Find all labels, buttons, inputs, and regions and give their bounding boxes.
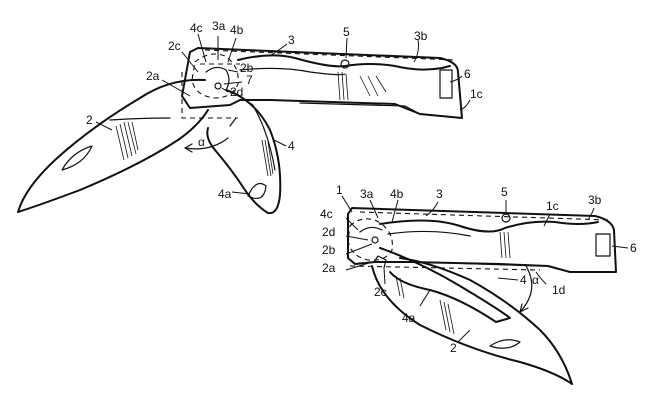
fig1-label-alpha: α: [198, 135, 205, 149]
fig1-lever-hatching: [261, 139, 274, 177]
fig2-label-6: 6: [630, 241, 637, 255]
fig1-blade-outline: [17, 78, 209, 213]
fig2-pivot-dashed: [347, 218, 393, 261]
fig2-blade-outline: [371, 257, 573, 385]
fig2-label-4b: 4b: [390, 187, 404, 201]
fig1-alpha-arrowhead: [184, 143, 193, 153]
fig2-dashed-base: [349, 265, 541, 271]
fig2-rail-dashed: [359, 211, 611, 221]
fig1-label-3b: 3b: [414, 29, 428, 43]
fig1-handle-inner: [299, 102, 421, 115]
fig1-spring-inner: [239, 67, 346, 76]
fig1-pivot-dashed: [191, 53, 239, 99]
fig2-label-2: 2: [450, 341, 457, 355]
fig2-handle-inner: [419, 261, 541, 267]
fig1-pivot-7: [214, 82, 222, 90]
fig2-end-notch: [595, 233, 611, 257]
fig1-lever-outline: [206, 89, 282, 215]
fig1-label-4b: 4b: [230, 23, 244, 37]
fig2-label-1: 1: [336, 183, 343, 197]
fig2-handle-hatching: [499, 231, 511, 259]
fig1-blade-hatching: [115, 121, 139, 161]
fig1-label-4: 4: [288, 139, 295, 153]
fig2-label-4: 4: [520, 273, 527, 287]
fig2-label-1d: 1d: [552, 283, 565, 297]
fig1-label-4a: 4a: [218, 187, 232, 201]
fig1-lever-inner: [251, 103, 276, 171]
fig1-label-2a: 2a: [146, 69, 160, 83]
fig1-pivot-cam: [205, 66, 230, 91]
fig1-label-2d: 2d: [230, 85, 243, 99]
fig2-label-4c: 4c: [320, 207, 333, 221]
fig1-end-notch: [439, 69, 453, 99]
fig1-label-7: 7: [246, 73, 253, 87]
fig2-label-4a: 4a: [402, 311, 416, 325]
fig2-alpha-arrowhead: [519, 303, 529, 313]
fig1-rail-dashed: [204, 49, 456, 61]
fig1-alpha-arc-2: [229, 117, 237, 127]
figure-1-knife: 4c 3a 4b 3 5 3b 6 2c 2b 7 2a 2d 1c 2 α 4…: [17, 19, 483, 215]
fig2-leaders: [341, 195, 629, 343]
fig2-handle-outline: [347, 207, 617, 273]
fig2-label-3: 3: [436, 187, 443, 201]
fig1-leaders: [95, 33, 471, 195]
fig2-pin-5: [501, 213, 511, 223]
fig1-label-6: 6: [464, 67, 471, 81]
fig1-handle-outline: [181, 47, 463, 119]
fig2-label-2d: 2d: [322, 225, 335, 239]
fig2-label-5: 5: [501, 185, 508, 199]
fig1-label-3: 3: [288, 33, 295, 47]
fig1-blade-hole: [61, 145, 93, 171]
fig2-spring-inner: [387, 230, 471, 237]
fig2-alpha-arc: [519, 265, 533, 313]
fig1-label-3a: 3a: [212, 19, 226, 33]
fig2-label-1c: 1c: [546, 199, 559, 213]
fig1-alpha-arc: [184, 137, 229, 150]
figure-2-knife: 1 3a 4b 3 5 1c 3b 4c 2d 2b 2a 6 2c 4 α 1…: [320, 183, 637, 385]
fig2-label-3a: 3a: [360, 187, 374, 201]
fig1-blade-bevel: [109, 117, 171, 121]
fig2-label-3b: 3b: [588, 193, 602, 207]
fig1-handle-hatching: [337, 71, 387, 101]
fig2-pivot-cam: [359, 226, 383, 233]
fig2-label-2b: 2b: [322, 243, 336, 257]
fig2-label-2c: 2c: [374, 285, 387, 299]
fig1-lever-hole: [247, 183, 267, 199]
fig2-blade-tang: [373, 255, 387, 269]
fig2-lever-outline: [379, 247, 511, 323]
fig1-label-2b: 2b: [240, 61, 254, 75]
fig1-label-2: 2: [86, 113, 93, 127]
fig1-label-5: 5: [343, 25, 350, 39]
fig2-label-alpha: α: [532, 273, 539, 287]
fig2-blade-hole: [489, 339, 521, 349]
fig1-dashed-box: [181, 72, 238, 119]
fig1-label-1c: 1c: [470, 87, 483, 101]
fig2-blade-hatching: [395, 275, 455, 335]
fig2-spring-contour: [379, 219, 599, 233]
fig1-spring-contour: [237, 54, 451, 71]
fig1-label-2c: 2c: [168, 39, 181, 53]
fig2-pivot-2b: [371, 236, 379, 244]
fig1-pin-5: [340, 59, 350, 69]
fig1-label-4c: 4c: [190, 21, 203, 35]
fig2-label-2a: 2a: [322, 261, 336, 275]
